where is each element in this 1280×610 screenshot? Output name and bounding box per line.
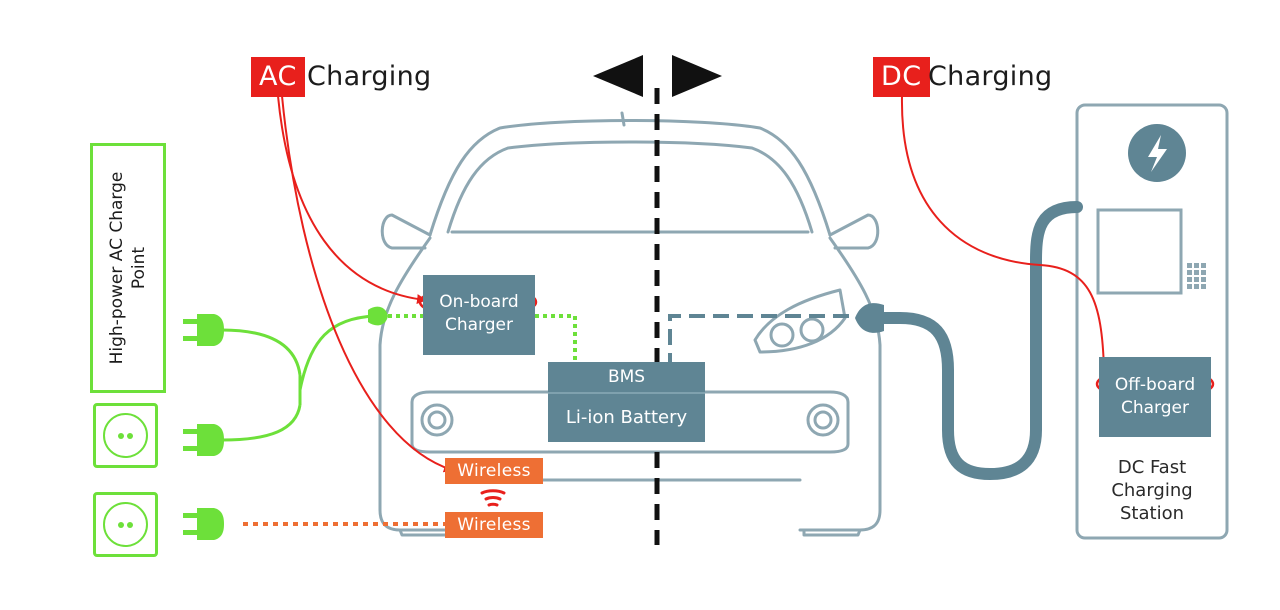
bms-label: BMS: [548, 362, 705, 394]
dc-charging-title: Charging: [928, 61, 1053, 92]
offboard-charger: Off-board Charger: [1099, 357, 1211, 437]
ac-charging-title: Charging: [307, 61, 432, 92]
ac-cable-high-power: [221, 328, 302, 376]
battery-label: Li-ion Battery: [565, 407, 688, 428]
dc-plug: [855, 303, 884, 333]
station-screen: [1096, 208, 1183, 295]
ac-charge-point: High-power AC Charge Point: [90, 143, 166, 393]
right-arrow-icon: [672, 55, 722, 97]
wireless-signal-icon: [480, 489, 506, 507]
dc-station-outline: [1075, 103, 1229, 540]
dc-station-label: DC Fast Charging Station: [1080, 456, 1224, 525]
plug-icon: [183, 424, 224, 456]
ac-inlet: [368, 306, 388, 326]
onboard-charger-line1: On-board: [439, 292, 519, 312]
offboard-charger-line2: Charger: [1121, 398, 1189, 418]
charger-to-bms-link: [535, 314, 577, 362]
wireless-receiver: Wireless: [445, 458, 543, 484]
dc-cable: [874, 201, 1083, 481]
onboard-charger-line2: Charger: [445, 315, 513, 335]
plug-icon: [183, 508, 224, 540]
wall-socket-icon: [93, 403, 158, 468]
keypad-icon: [1187, 263, 1206, 289]
dc-link: [668, 314, 849, 362]
dc-station-line1: DC Fast: [1117, 457, 1187, 478]
battery-pack: BMS Li-ion Battery: [548, 362, 705, 442]
onboard-charger: On-board Charger: [423, 275, 535, 355]
dc-station-line3: Station: [1120, 503, 1184, 524]
ac-charge-point-label: High-power AC Charge Point: [107, 171, 149, 365]
ac-cable-socket: [221, 404, 302, 442]
dc-tag: DC: [873, 57, 930, 97]
wireless-transmitter: Wireless: [445, 512, 543, 538]
plug-icon: [183, 314, 224, 346]
ac-tag: AC: [251, 57, 305, 97]
left-arrow-icon: [593, 55, 643, 97]
offboard-charger-line1: Off-board: [1114, 375, 1196, 395]
dc-station-line2: Charging: [1111, 480, 1193, 501]
wall-socket-icon: [93, 492, 158, 557]
